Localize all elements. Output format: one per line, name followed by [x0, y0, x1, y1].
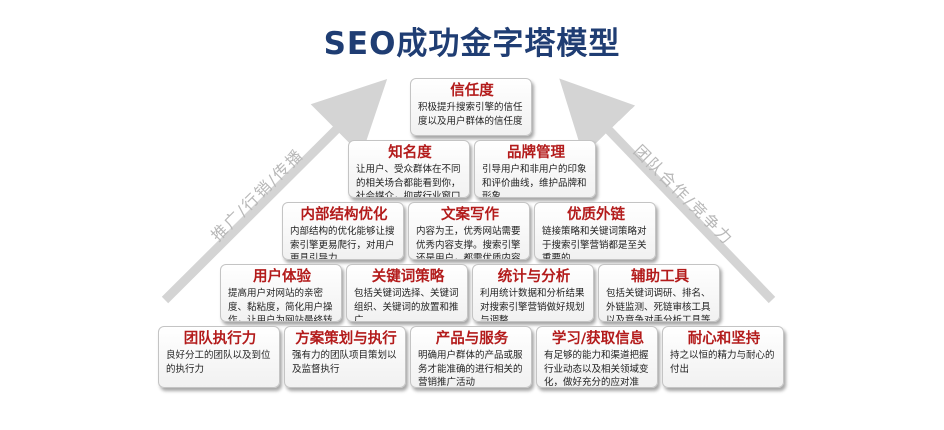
- box-title: 用户体验: [253, 269, 311, 285]
- pyramid-box-persistence: 耐心和坚持 持之以恒的精力与耐心的付出: [662, 326, 784, 388]
- box-title: 团队执行力: [183, 331, 257, 347]
- box-title: 优质外链: [567, 207, 625, 223]
- pyramid-box-keywords: 关键词策略 包括关键词选择、关键词组织、关键词的放置和推广: [346, 264, 468, 322]
- left-arrow: [161, 78, 388, 304]
- box-desc: 强有力的团队项目策划以及监督执行: [292, 350, 397, 375]
- page-title: SEO成功金字塔模型: [323, 26, 621, 62]
- box-title: 学习/获取信息: [551, 331, 645, 347]
- pyramid-box-trust: 信任度 积极提升搜索引擎的信任度以及用户群体的信任度: [410, 78, 532, 136]
- pyramid-box-copywriting: 文案写作 内容为王，优秀网站需要优秀内容支撑。搜索引擎还是用户，都需优质内容来满…: [408, 202, 530, 260]
- box-title: 内部结构优化: [300, 207, 388, 223]
- box-desc: 内容为王，优秀网站需要优秀内容支撑。搜索引擎还是用户，都需优质内容来满足: [416, 226, 521, 260]
- pyramid-box-team-execution: 团队执行力 良好分工的团队以及到位的执行力: [158, 326, 280, 388]
- box-desc: 利用统计数据和分析结果对搜索引擎营销做好规划与调整: [480, 288, 585, 322]
- box-title: 品牌管理: [507, 145, 565, 161]
- pyramid-box-backlinks: 优质外链 链接策略和关键词策略对于搜索引擎营销都是至关重要的: [534, 202, 656, 260]
- box-desc: 包括关键词选择、关键词组织、关键词的放置和推广: [354, 288, 459, 322]
- box-desc: 内部结构的优化能够让搜索引擎更易爬行，对用户更具引导力: [290, 226, 395, 260]
- box-title: 统计与分析: [497, 269, 571, 285]
- box-desc: 良好分工的团队以及到位的执行力: [166, 350, 271, 375]
- pyramid-box-ux: 用户体验 提高用户对网站的亲密度、黏粘度，简化用户操作，让用户为网站最终转化为服…: [220, 264, 342, 322]
- pyramid-box-structure: 内部结构优化 内部结构的优化能够让搜索引擎更易爬行，对用户更具引导力: [282, 202, 404, 260]
- pyramid-box-product-service: 产品与服务 明确用户群体的产品或服务才能准确的进行相关的营销推广活动: [410, 326, 532, 388]
- pyramid-box-awareness: 知名度 让用户、受众群体在不同的相关场合都能看到你，社会媒介，抑或行业窗口: [348, 140, 470, 198]
- box-desc: 提高用户对网站的亲密度、黏粘度，简化用户操作，让用户为网站最终转化为服务: [228, 288, 333, 322]
- box-desc: 明确用户群体的产品或服务才能准确的进行相关的营销推广活动: [418, 350, 523, 388]
- box-desc: 持之以恒的精力与耐心的付出: [670, 350, 775, 375]
- box-desc: 包括关键词调研、排名、外链监测、死链审核工具以及竞争对手分析工具等等。: [606, 288, 711, 322]
- right-arrow: [559, 78, 776, 304]
- box-title: 文案写作: [441, 207, 499, 223]
- box-desc: 有足够的能力和渠道把握行业动态以及相关领域变化，做好充分的应对准备。: [544, 350, 649, 388]
- box-title: 方案策划与执行: [295, 331, 397, 347]
- pyramid-box-learning: 学习/获取信息 有足够的能力和渠道把握行业动态以及相关领域变化，做好充分的应对准…: [536, 326, 658, 388]
- box-title: 耐心和坚持: [687, 331, 761, 347]
- box-desc: 让用户、受众群体在不同的相关场合都能看到你，社会媒介，抑或行业窗口: [356, 164, 461, 198]
- box-title: 产品与服务: [435, 331, 509, 347]
- box-desc: 引导用户和非用户的印象和评价曲线，维护品牌和形象: [482, 164, 587, 198]
- box-title: 辅助工具: [631, 269, 689, 285]
- box-title: 关键词策略: [371, 269, 445, 285]
- pyramid-box-brand: 品牌管理 引导用户和非用户的印象和评价曲线，维护品牌和形象: [474, 140, 596, 198]
- pyramid-box-tools: 辅助工具 包括关键词调研、排名、外链监测、死链审核工具以及竞争对手分析工具等等。: [598, 264, 720, 322]
- box-title: 知名度: [388, 145, 432, 161]
- box-desc: 链接策略和关键词策略对于搜索引擎营销都是至关重要的: [542, 226, 647, 260]
- pyramid-box-planning: 方案策划与执行 强有力的团队项目策划以及监督执行: [284, 326, 406, 388]
- pyramid-box-analytics: 统计与分析 利用统计数据和分析结果对搜索引擎营销做好规划与调整: [472, 264, 594, 322]
- box-desc: 积极提升搜索引擎的信任度以及用户群体的信任度: [418, 102, 523, 127]
- box-title: 信任度: [450, 83, 494, 99]
